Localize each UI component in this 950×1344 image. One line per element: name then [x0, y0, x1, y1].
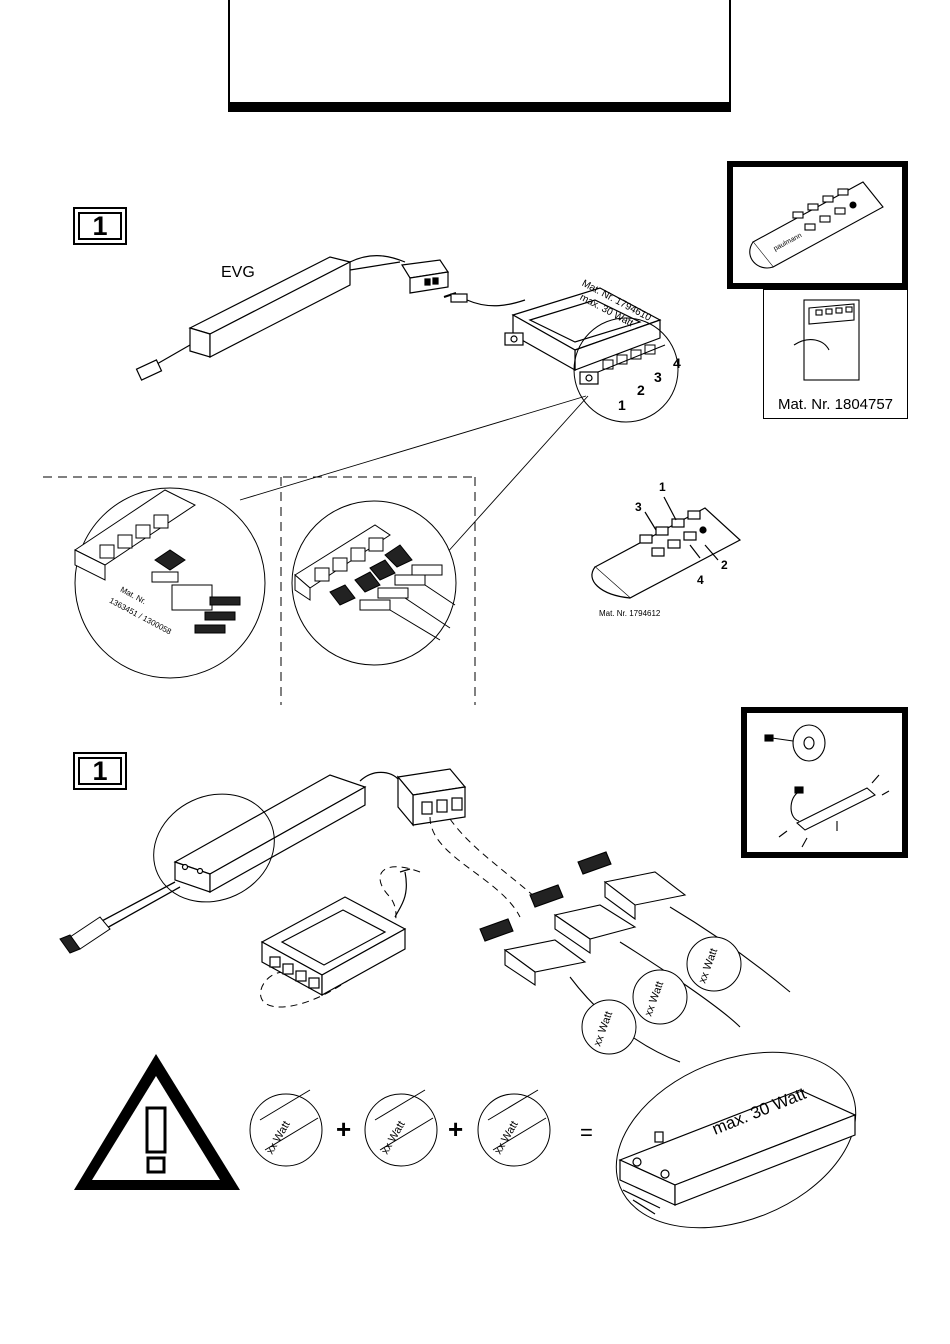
remote-button-3: 3	[635, 500, 642, 514]
remote-button-4: 4	[697, 573, 704, 587]
remote-button-2: 2	[721, 558, 728, 572]
port-number-4: 4	[673, 355, 681, 371]
port-number-3: 3	[654, 369, 662, 385]
wattage-equation: xx Watt xx Watt xx Watt + + = max. 30 Wa…	[240, 1050, 940, 1240]
warning-triangle-icon	[70, 1050, 245, 1195]
equals-sign: =	[580, 1120, 593, 1145]
remote-mat-number: Mat. Nr. 1794612	[599, 609, 660, 618]
wall-holder-drawing	[764, 290, 907, 390]
remote-button-1: 1	[659, 480, 666, 494]
remote-photo-panel: paulmann	[727, 161, 908, 289]
wall-holder-panel: Mat. Nr. 1804757	[763, 289, 908, 419]
driver-box	[136, 256, 405, 380]
remote-photo-drawing: paulmann	[733, 167, 902, 283]
plus-sign-2: +	[448, 1114, 463, 1144]
splitter	[402, 260, 525, 306]
plus-sign-1: +	[336, 1114, 351, 1144]
splitter-2	[398, 769, 465, 825]
port-number-1: 1	[618, 397, 626, 413]
driver-label: EVG	[221, 264, 255, 282]
holder-mat-number: Mat. Nr. 1804757	[764, 396, 907, 413]
wiring-diagram-section2: xx Watt xx Watt xx Watt	[0, 707, 950, 1067]
controller-box-2	[262, 869, 410, 995]
port-number-2: 2	[637, 382, 645, 398]
driver-box-2	[175, 772, 400, 892]
remote-control	[592, 497, 740, 598]
